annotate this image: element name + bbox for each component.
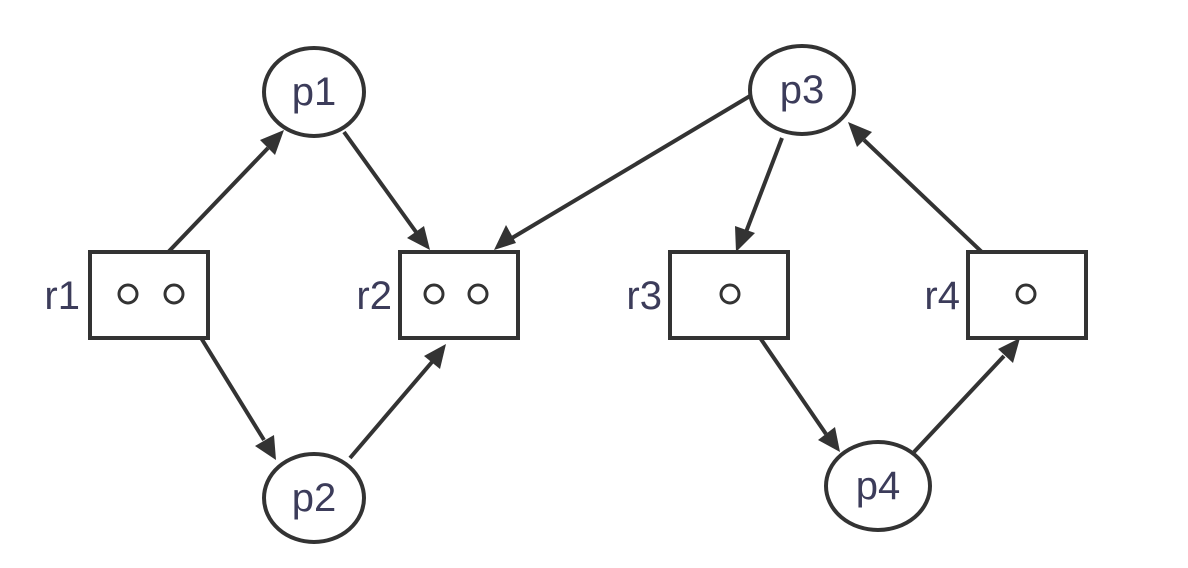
resource-label-r2: r2 (356, 274, 392, 318)
instance-dot (423, 283, 445, 305)
process-p3: p3 (748, 44, 856, 136)
instance-dot (719, 283, 741, 305)
instance-dot (163, 283, 185, 305)
instance-dot (117, 283, 139, 305)
resource-label-r1: r1 (44, 274, 80, 318)
edges (126, 94, 1028, 460)
resource-r3: r3 (626, 250, 790, 340)
process-p2: p2 (262, 452, 366, 544)
process-p1: p1 (262, 46, 366, 138)
edge-p3-r2 (494, 94, 752, 250)
resource-label-r4: r4 (924, 274, 960, 318)
edge-p3-r3 (735, 137, 784, 252)
edge-p1-r2 (342, 130, 430, 250)
process-label-p4: p4 (856, 464, 901, 508)
instance-dot (467, 283, 489, 305)
instance-dot (1015, 283, 1037, 305)
process-label-p3: p3 (780, 68, 825, 112)
resource-r2: r2 (356, 250, 520, 340)
resource-r1: r1 (44, 250, 210, 340)
resource-r4: r4 (924, 250, 1088, 340)
edge-p2-r2 (348, 344, 446, 460)
edge-p4-r4 (912, 338, 1020, 454)
process-p4: p4 (824, 440, 932, 532)
resource-label-r3: r3 (626, 274, 662, 318)
process-label-p2: p2 (292, 476, 337, 520)
process-label-p1: p1 (292, 70, 337, 114)
